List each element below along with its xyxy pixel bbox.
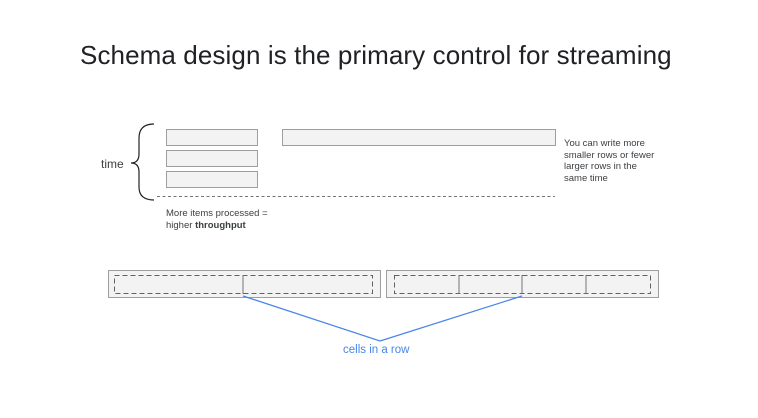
cells-pointer-lines — [242, 295, 523, 342]
rows-note-line: smaller rows or fewer — [564, 149, 655, 161]
rows-note: You can write more smaller rows or fewer… — [564, 138, 674, 184]
throughput-emphasis: throughput — [195, 219, 246, 231]
throughput-line-1: More items processed = — [166, 208, 268, 219]
cells-label: cells in a row — [343, 344, 410, 356]
throughput-line-2: higher throughput — [166, 220, 306, 232]
rows-note-line: You can write more — [564, 138, 645, 149]
rows-note-line: same time — [564, 172, 608, 184]
small-row-box — [166, 171, 258, 188]
time-brace — [130, 123, 155, 201]
time-label: time — [101, 157, 124, 171]
row-two-cells — [108, 270, 381, 298]
throughput-note: More items processed = higher throughput — [166, 208, 306, 231]
row-four-cells — [386, 270, 659, 298]
small-row-box — [166, 150, 258, 167]
rows-note-line: larger rows in the — [564, 161, 637, 172]
slide-title: Schema design is the primary control for… — [80, 40, 672, 70]
small-row-box — [166, 129, 258, 146]
throughput-prefix: higher — [166, 219, 196, 231]
large-row-box — [282, 129, 556, 146]
